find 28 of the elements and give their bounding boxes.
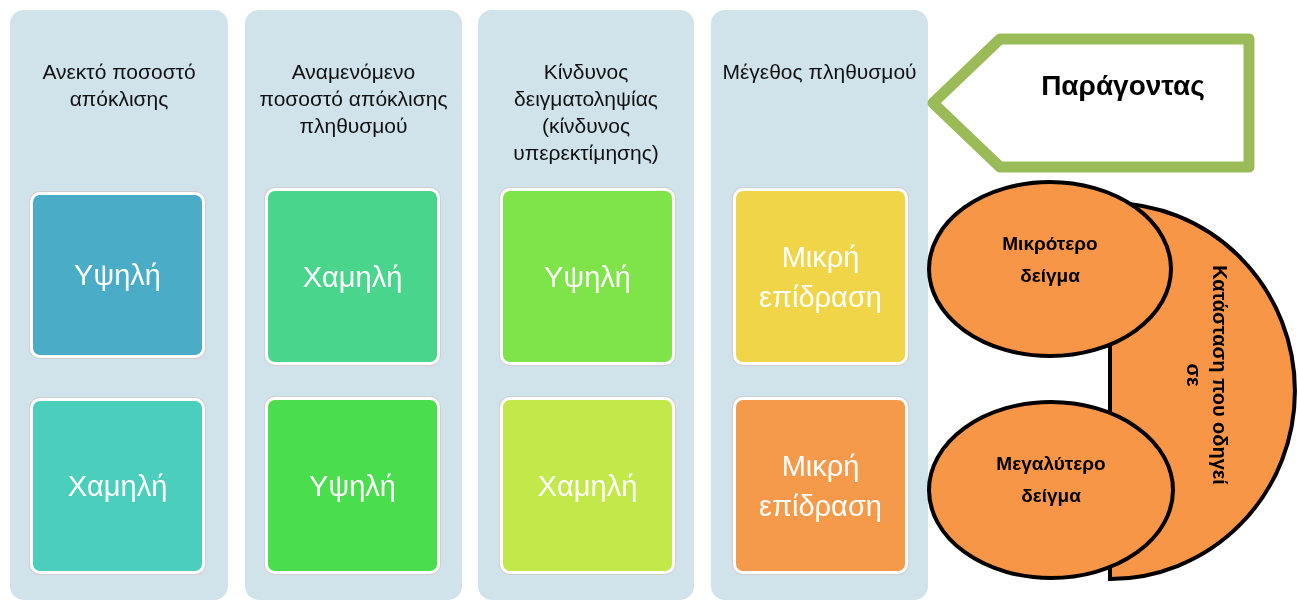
column-panel xyxy=(478,10,694,600)
column-panel xyxy=(711,10,928,600)
ellipse-label: Μικρότερο δείγμα xyxy=(1001,232,1099,288)
column-heading: Μέγεθος πληθυσμού xyxy=(721,59,918,85)
card-label: Μικρή επίδραση xyxy=(758,448,883,524)
ellipse-label: Μεγαλύτερο δείγμα xyxy=(995,452,1107,508)
column-heading: Αναμενόμενο ποσοστό απόκλισης πληθυσμού xyxy=(258,59,449,139)
column-panel xyxy=(245,10,462,600)
value-card xyxy=(733,188,908,365)
value-card xyxy=(733,397,908,574)
card-label: Υψηλή xyxy=(73,258,162,293)
tag-label: Παράγοντας xyxy=(1040,70,1206,102)
card-label: Χαμηλή xyxy=(301,259,404,295)
card-label: Χαμηλή xyxy=(66,469,169,504)
card-label: Χαμηλή xyxy=(536,468,639,504)
value-card xyxy=(500,397,675,574)
column-panel xyxy=(10,10,228,600)
card-label: Υψηλή xyxy=(308,468,397,504)
value-card xyxy=(500,188,675,365)
card-label: Μικρή επίδραση xyxy=(758,239,883,315)
column-heading: Κίνδυνος δειγματοληψίας (κίνδυνος υπερεκτίμησης) xyxy=(512,59,660,166)
value-card xyxy=(30,398,205,574)
value-card xyxy=(265,188,440,365)
rotated-label: Κατάσταση που οδηγεί σε xyxy=(1182,264,1232,487)
card-label: Υψηλή xyxy=(543,259,632,295)
value-card xyxy=(30,192,205,358)
column-heading: Ανεκτό ποσοστό απόκλισης xyxy=(41,59,197,112)
value-card xyxy=(265,397,440,574)
